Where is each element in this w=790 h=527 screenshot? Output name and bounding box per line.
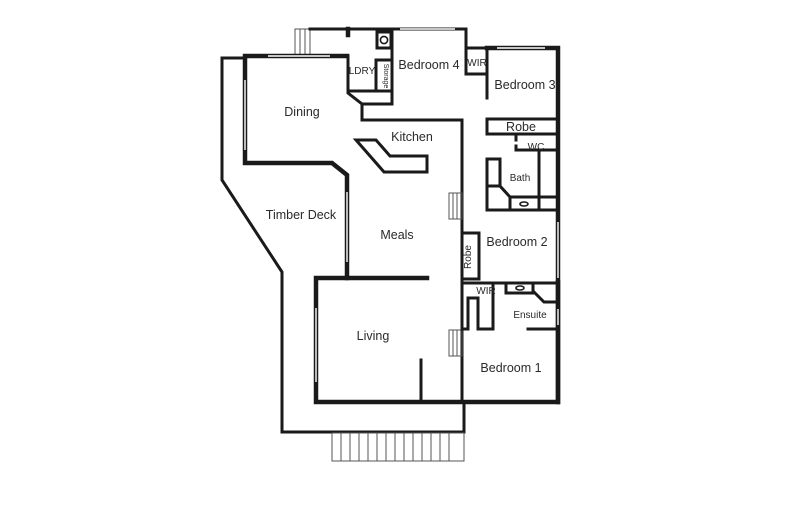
room-label-wir-top: WIR xyxy=(467,58,486,69)
bedroom3-walls xyxy=(464,45,561,405)
room-label-laundry: LDRY xyxy=(349,66,376,77)
deck-stairs-bottom xyxy=(331,432,465,462)
room-label-bedroom3: Bedroom 3 xyxy=(494,78,555,92)
room-label-dining: Dining xyxy=(284,105,319,119)
timber-deck-outline xyxy=(220,56,466,434)
room-label-bath: Bath xyxy=(510,173,531,184)
stairs-top-left xyxy=(294,28,311,57)
dining-walls xyxy=(242,53,350,281)
hallway-walls xyxy=(448,168,481,404)
room-label-ensuite: Ensuite xyxy=(513,310,547,321)
room-label-robe-side: Robe xyxy=(463,245,474,269)
bedroom1-walls xyxy=(460,281,560,331)
room-label-timber-deck: Timber Deck xyxy=(266,208,337,222)
room-label-bedroom1: Bedroom 1 xyxy=(480,361,541,375)
living-walls xyxy=(313,275,561,405)
room-label-kitchen: Kitchen xyxy=(391,130,433,144)
room-label-robe-top: Robe xyxy=(506,120,536,134)
kitchen-walls xyxy=(346,54,464,174)
laundry-block xyxy=(345,26,489,106)
room-label-meals: Meals xyxy=(380,228,413,242)
room-label-bedroom2: Bedroom 2 xyxy=(486,235,547,249)
room-label-wc: WC xyxy=(528,142,545,153)
room-label-wir-bottom: WIR xyxy=(476,286,495,297)
room-label-storage: Storage xyxy=(382,64,389,89)
room-label-bedroom4: Bedroom 4 xyxy=(398,58,459,72)
room-label-living: Living xyxy=(357,329,390,343)
